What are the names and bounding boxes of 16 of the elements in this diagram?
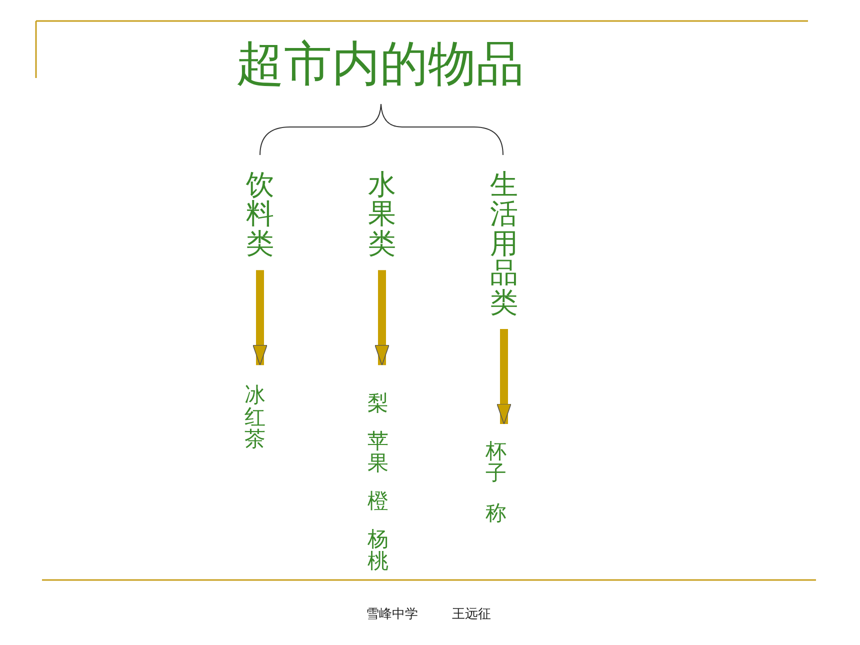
item-label: 称 — [486, 502, 506, 524]
item-label: 梨 — [368, 392, 388, 414]
footer-text: 雪峰中学 — [366, 606, 418, 623]
arrow — [496, 328, 512, 424]
item-label: 杨桃 — [368, 528, 388, 572]
category-label: 水果类 — [368, 170, 396, 258]
category-label: 生活用品类 — [490, 170, 518, 317]
title: 超市内的物品 — [235, 36, 525, 94]
item-label: 杯子 — [486, 440, 506, 484]
footer-text: 王远征 — [452, 606, 491, 623]
category-label: 饮料类 — [246, 170, 274, 258]
arrow — [252, 270, 268, 366]
item-label: 橙 — [368, 490, 388, 512]
item-label: 冰红茶 — [244, 384, 266, 450]
arrow — [374, 270, 390, 366]
item-label: 苹果 — [368, 430, 388, 474]
